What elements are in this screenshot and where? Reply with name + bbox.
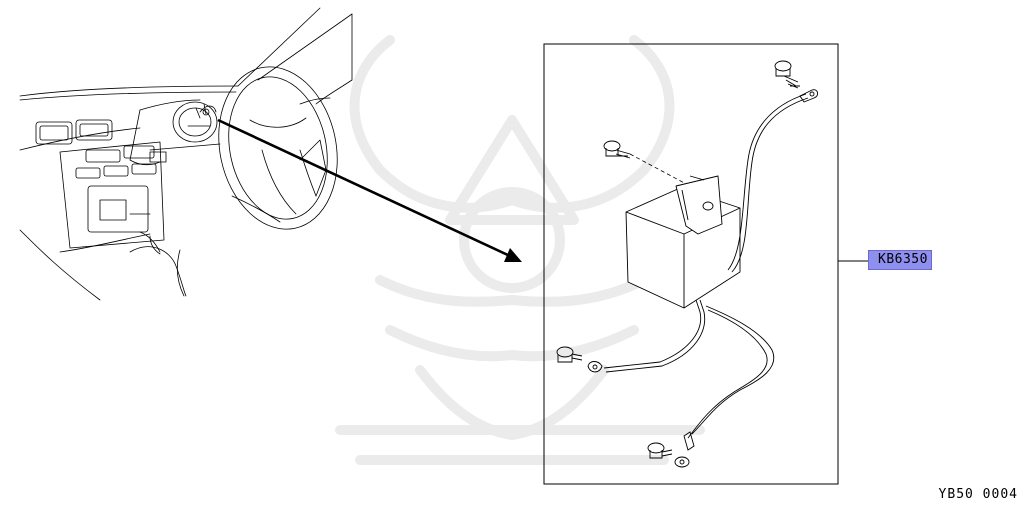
bolt-icon[interactable] [774, 60, 800, 89]
samurai-helmet-watermark [335, 35, 705, 465]
detail-frame [543, 43, 839, 485]
part-number-highlight [868, 250, 932, 270]
part-number-label[interactable]: KB6350 [868, 250, 948, 270]
bolt-icon[interactable] [647, 442, 673, 459]
part-number-text: KB6350 [878, 252, 928, 267]
reference-code: YB50 0004 [938, 487, 1018, 502]
ground-wire [587, 89, 819, 468]
bolt-icon[interactable] [603, 140, 631, 159]
control-module-icon[interactable] [625, 175, 741, 309]
pointer-arrow [217, 118, 522, 262]
dashboard-view-icon[interactable] [19, 7, 353, 301]
bolt-icon[interactable] [556, 346, 583, 363]
mounting-guide-line [629, 153, 691, 187]
